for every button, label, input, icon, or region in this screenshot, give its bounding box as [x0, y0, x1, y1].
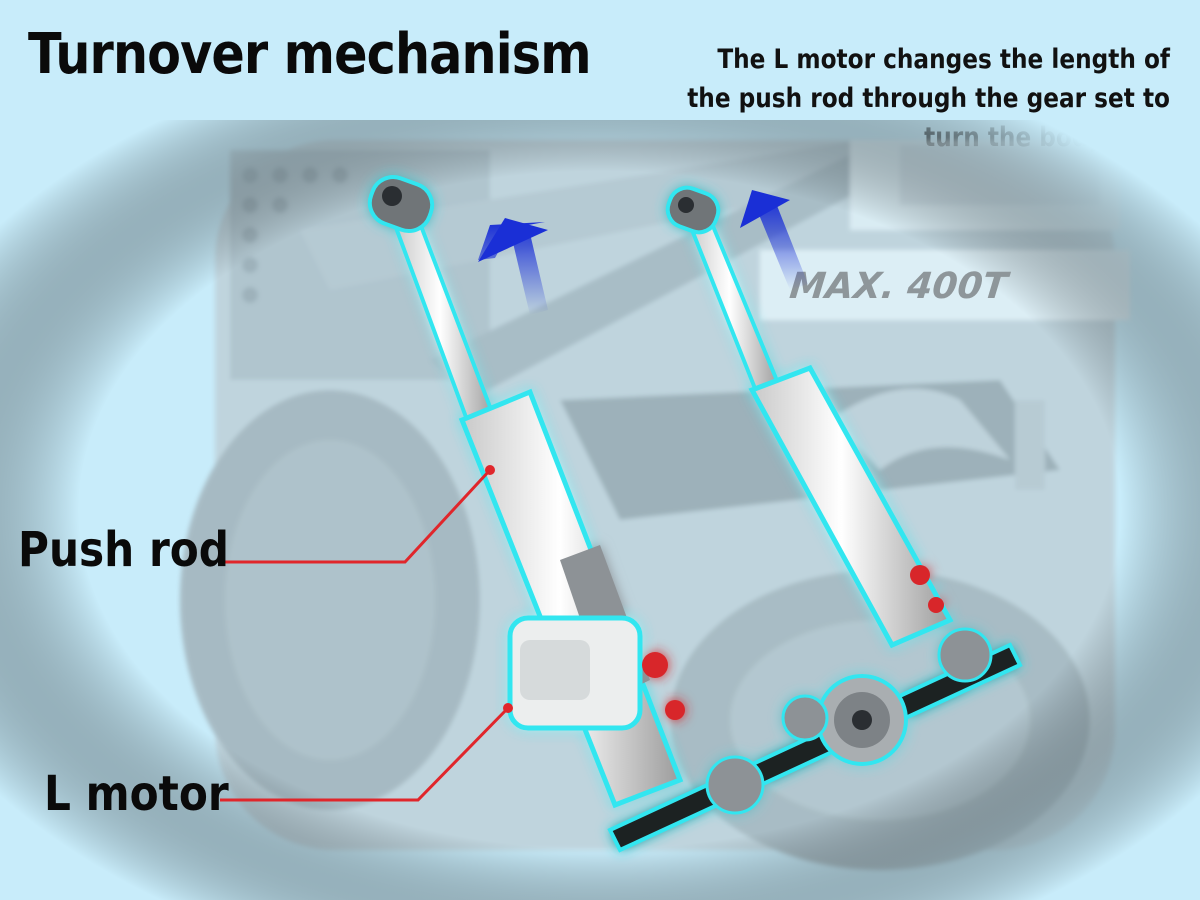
push-rod-right: [665, 185, 954, 649]
connector-pins: [642, 565, 944, 720]
l-motor: [507, 615, 643, 731]
callout-label-l-motor: L motor: [44, 766, 229, 822]
callout-line-l-motor: [220, 706, 510, 802]
motion-arrow-left: [478, 218, 548, 315]
callout-dot-l-motor: [503, 703, 513, 713]
motion-arrow-right: [740, 190, 808, 290]
vehicle-badge-text: MAX. 400T: [788, 265, 1012, 307]
callout-dot-push-rod: [485, 465, 495, 475]
page-title: Turnover mechanism: [28, 22, 592, 87]
gear-set: [705, 627, 993, 815]
callout-label-push-rod: Push rod: [18, 522, 230, 578]
callout-line-push-rod: [220, 468, 492, 564]
